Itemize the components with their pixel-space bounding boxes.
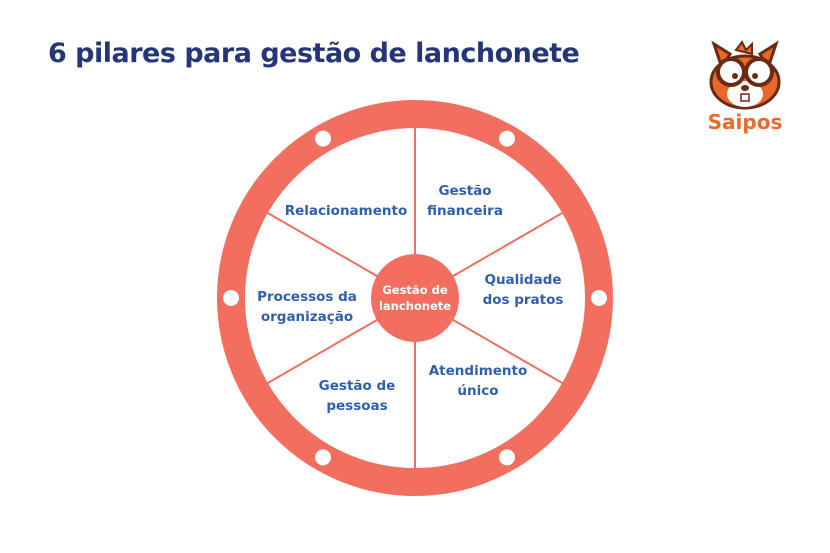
page-title: 6 pilares para gestão de lanchonete [48,38,580,69]
ring-dot [315,130,331,147]
pillar-line: pessoas [326,398,388,414]
pillar-line: Atendimento [428,363,528,379]
pillar-line: Relacionamento [284,203,408,219]
squirrel-icon [709,40,781,110]
pillar-gestao-de-pessoas: Gestão de pessoas [319,376,396,416]
hub-label: Gestão de lanchonete [379,282,451,314]
pillar-line: financeira [427,203,503,219]
pillar-qualidade-dos-pratos: Qualidade dos pratos [483,270,564,310]
pillar-line: Gestão [438,183,492,199]
pillar-line: dos pratos [482,292,564,308]
ring-dot [499,130,515,147]
saipos-logo: Saipos [700,38,790,138]
pillar-processos-da-organizacao: Processos da organização [257,287,357,327]
pillar-line: Gestão de [318,378,396,394]
pillar-relacionamento: Relacionamento [285,201,407,221]
pillar-line: Processos da [257,289,357,305]
logo-text: Saipos [707,110,783,134]
pillar-line: único [457,383,499,399]
wheel-hub [371,254,459,342]
pillar-line: Qualidade [484,272,562,288]
ring-dot [315,449,331,466]
hub-line: Gestão de [382,283,448,297]
ring-dot [223,290,239,306]
pillar-line: organização [260,309,354,325]
ring-dot [591,290,607,306]
pillar-atendimento-unico: Atendimento único [429,361,528,401]
hub-line: lanchonete [378,299,452,313]
ring-dot [499,449,515,466]
pillar-gestao-financeira: Gestão financeira [427,181,503,221]
